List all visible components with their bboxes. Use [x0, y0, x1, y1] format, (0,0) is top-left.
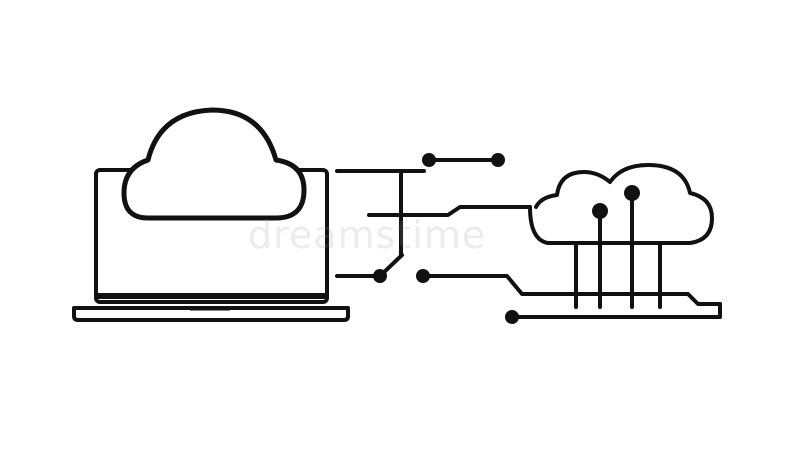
cloud-pin-dot: [592, 203, 608, 219]
cloud-pin-dot: [624, 185, 640, 201]
circuit-line-long: [421, 274, 722, 306]
circuit-line-bottom: [510, 302, 722, 319]
circuit-dots: [373, 153, 519, 324]
circuit-line-middle: [367, 205, 532, 217]
cloud-circuit-icon: [528, 163, 714, 309]
circuit-dot: [373, 269, 387, 283]
cloud-circuit-shape: [528, 163, 714, 245]
circuit-line-lower-left: [335, 253, 404, 278]
circuit-lines: [335, 158, 722, 319]
circuit-dot: [416, 269, 430, 283]
cloud-shape: [121, 107, 307, 221]
circuit-dot: [491, 153, 505, 167]
circuit-dot: [505, 310, 519, 324]
circuit-dot: [422, 153, 436, 167]
cloud-icon: [121, 107, 307, 221]
laptop-base: [72, 306, 350, 322]
